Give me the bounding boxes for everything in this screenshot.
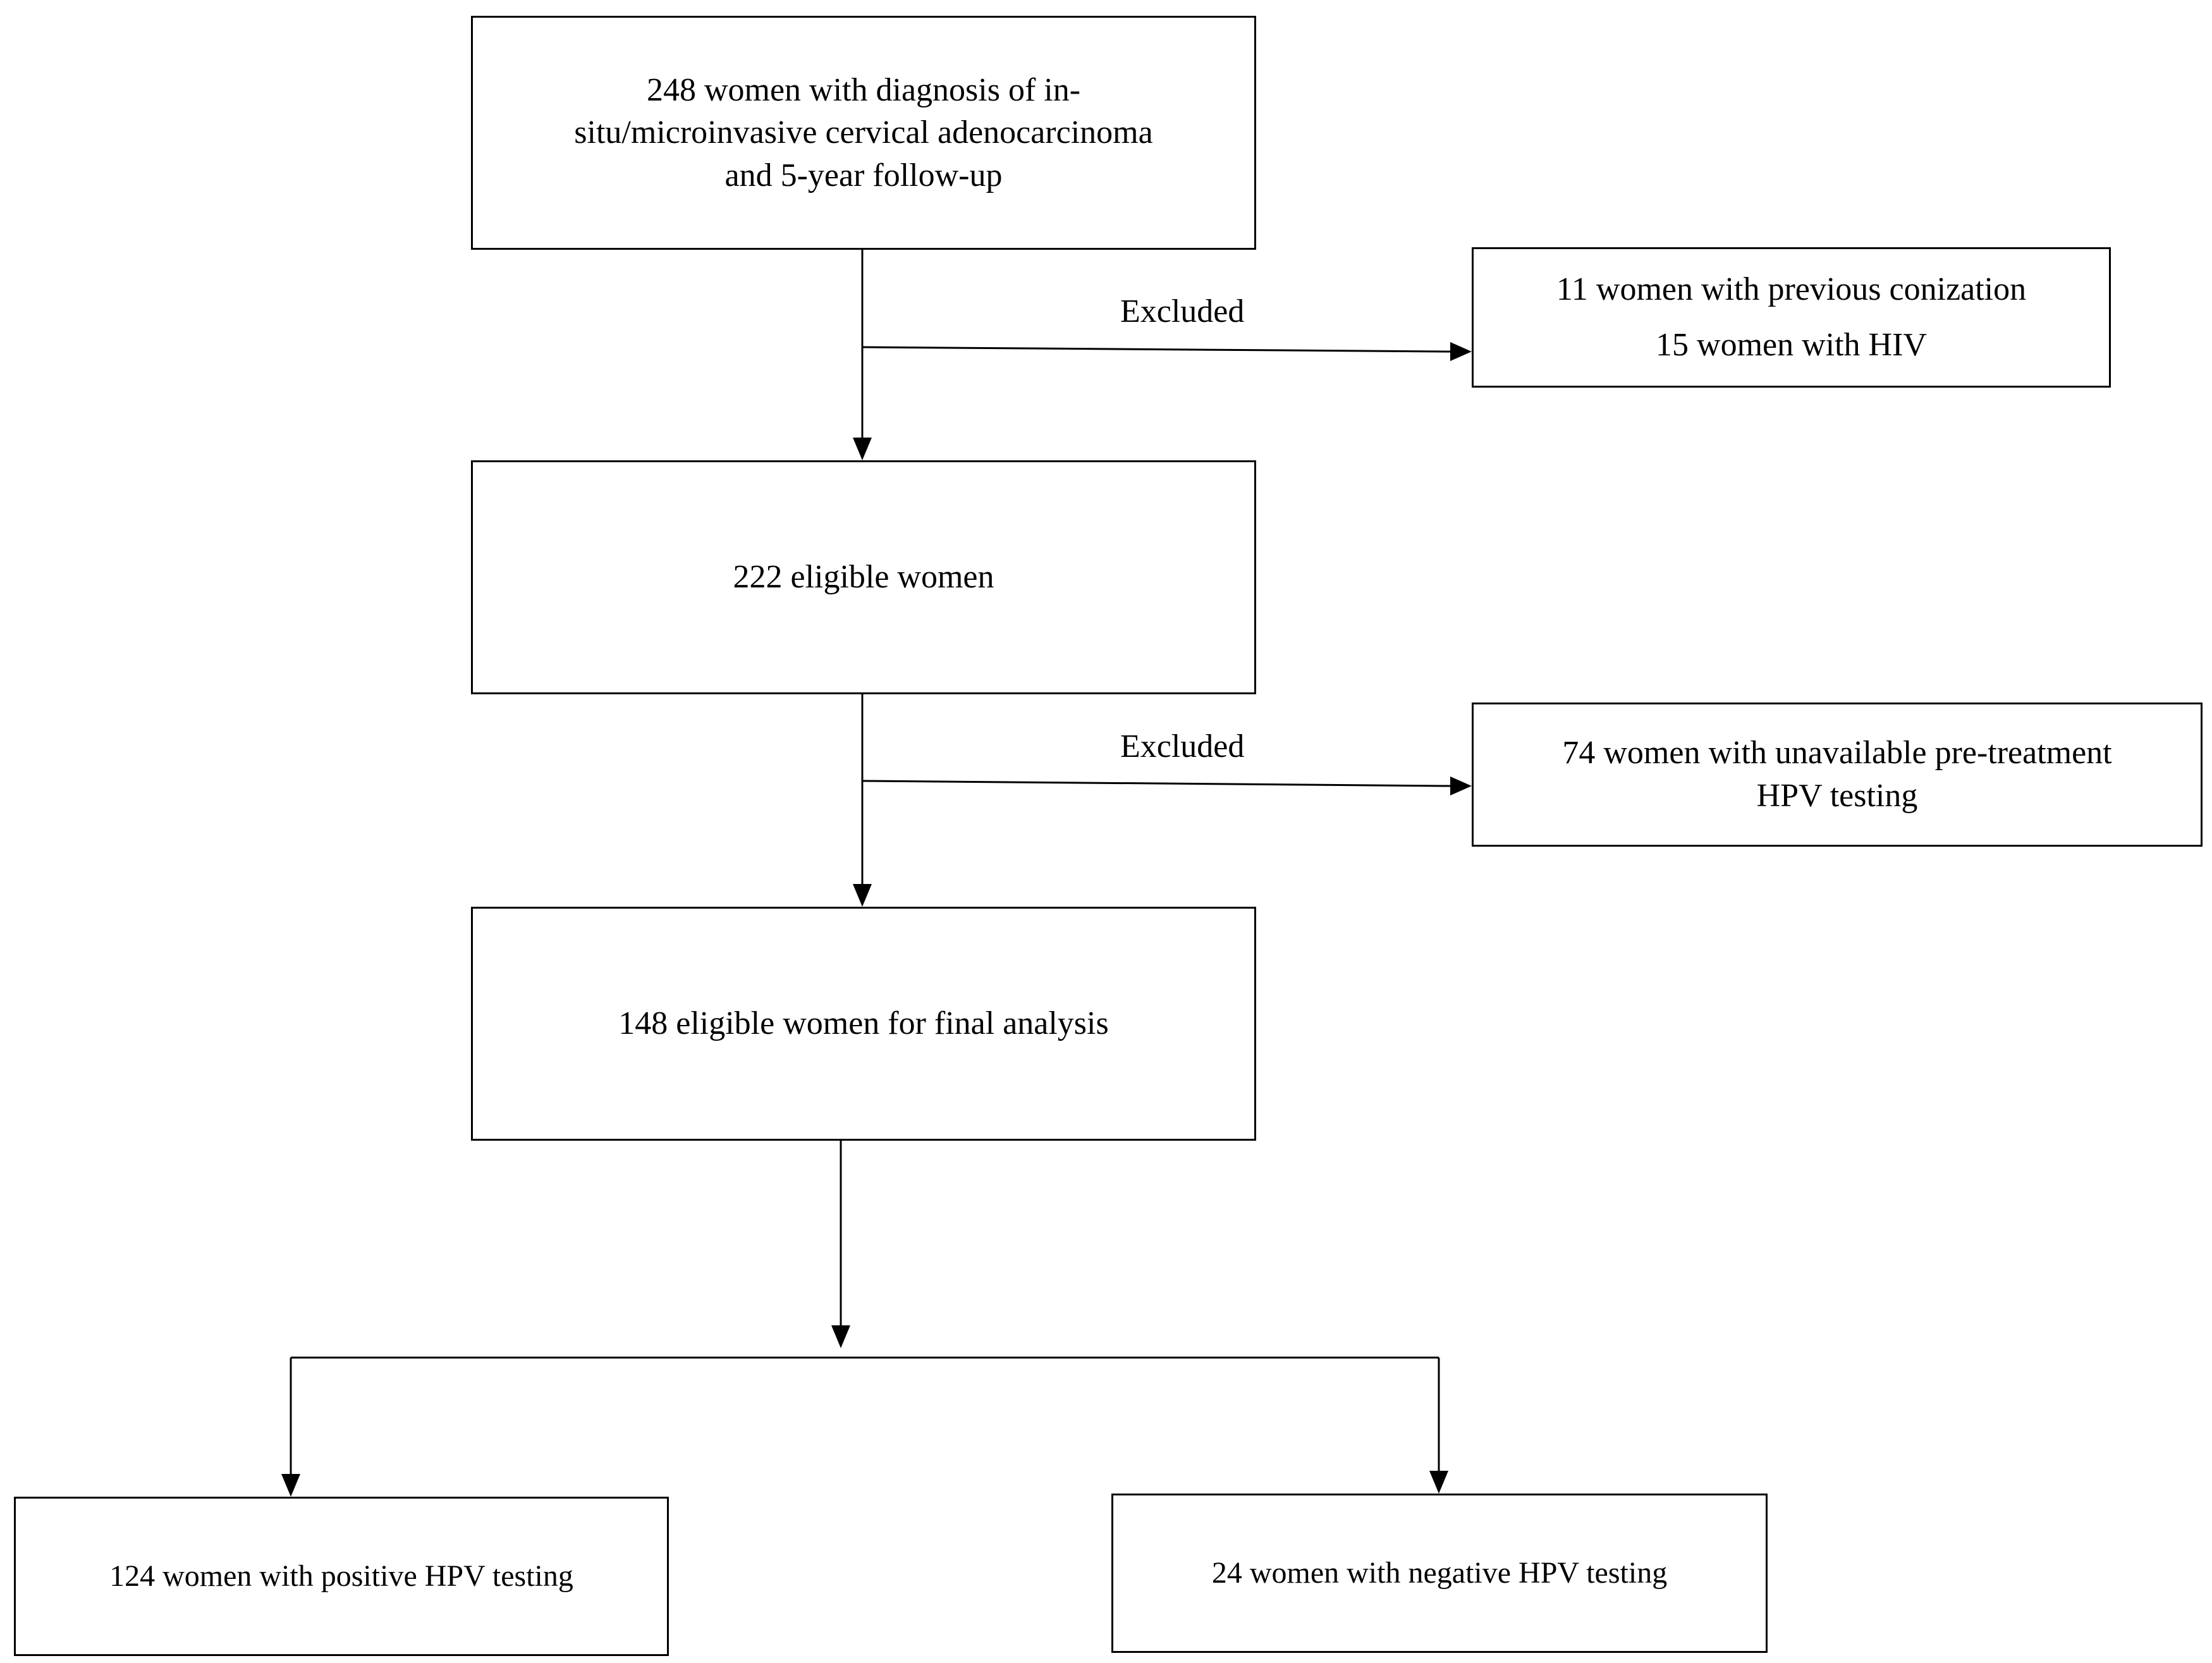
- arrowhead-final: [853, 884, 872, 907]
- connector-exclusion-1: [862, 346, 1451, 353]
- final-analysis-line: 148 eligible women for final analysis: [618, 1005, 1109, 1042]
- box-final-analysis: 148 eligible women for final analysis: [471, 907, 1256, 1141]
- connector-exclusion-2: [862, 780, 1451, 787]
- arrowhead-exclusion-1: [1450, 342, 1472, 361]
- initial-cohort-line-3: and 5-year follow-up: [724, 157, 1003, 193]
- box-negative-hpv: 24 women with negative HPV testing: [1111, 1494, 1768, 1653]
- initial-cohort-line-2: situ/microinvasive cervical adenocarcino…: [574, 114, 1153, 151]
- box-eligible-women: 222 eligible women: [471, 460, 1256, 694]
- exclusion-2-line-2: HPV testing: [1756, 778, 1918, 814]
- exclusion-2-label: Excluded: [1120, 728, 1245, 764]
- box-exclusion-1: 11 women with previous conization 15 wom…: [1472, 247, 2111, 388]
- eligible-women-line: 222 eligible women: [733, 559, 994, 596]
- arrowhead-positive: [281, 1474, 300, 1497]
- positive-hpv-line: 124 women with positive HPV testing: [109, 1559, 573, 1593]
- box-exclusion-2: 74 women with unavailable pre-treatment …: [1472, 703, 2203, 847]
- box-initial-cohort: 248 women with diagnosis of in- situ/mic…: [471, 16, 1256, 250]
- exclusion-1-label: Excluded: [1120, 293, 1245, 329]
- negative-hpv-line: 24 women with negative HPV testing: [1211, 1556, 1668, 1590]
- initial-cohort-line-1: 248 women with diagnosis of in-: [646, 71, 1081, 108]
- exclusion-1-line-2: 15 women with HIV: [1656, 327, 1927, 363]
- arrowhead-exclusion-2: [1450, 776, 1472, 795]
- exclusion-1-line-1: 11 women with previous conization: [1556, 271, 2027, 307]
- arrowhead-eligible: [853, 438, 872, 460]
- exclusion-2-line-1: 74 women with unavailable pre-treatment: [1562, 735, 2112, 771]
- arrowhead-split: [831, 1325, 850, 1348]
- arrowhead-negative: [1429, 1471, 1448, 1494]
- box-positive-hpv: 124 women with positive HPV testing: [14, 1497, 669, 1656]
